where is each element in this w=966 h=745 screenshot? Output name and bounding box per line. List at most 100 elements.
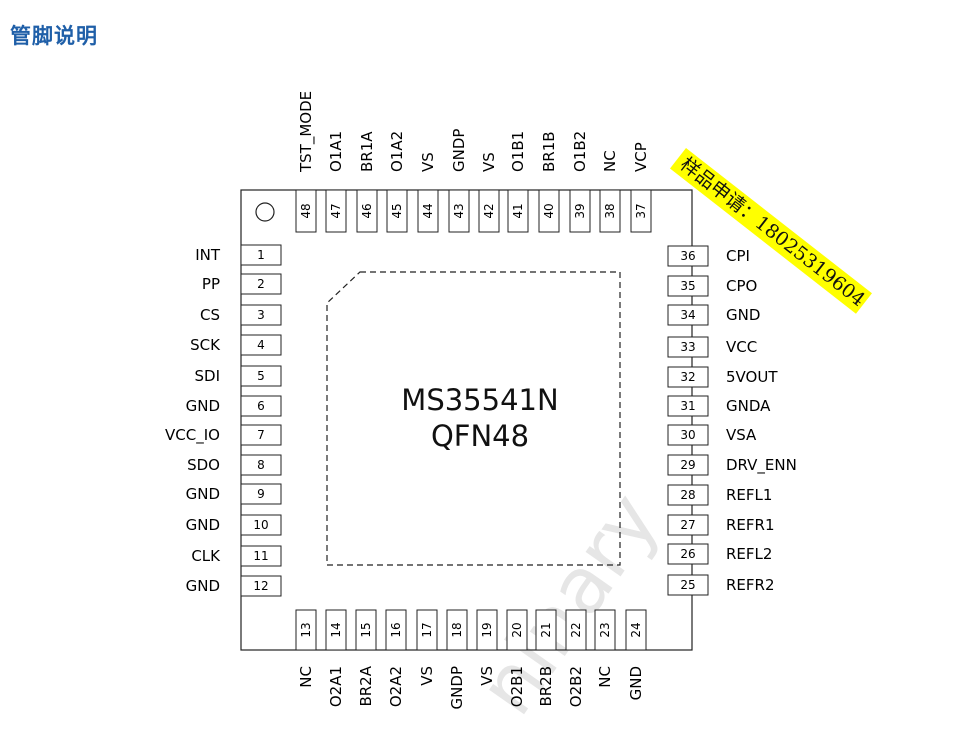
pin-pad-14	[325, 609, 347, 651]
pin-number-5: 5	[257, 369, 265, 383]
pin-name-33: VCC	[726, 338, 757, 356]
pin-pad-44	[417, 189, 439, 233]
pin-name-38: NC	[601, 150, 619, 172]
pin-number-9: 9	[257, 487, 265, 501]
pin-pad-15	[355, 609, 377, 651]
pin-pad-7	[240, 424, 282, 446]
pin-pad-20	[506, 609, 528, 651]
pin-pad-25	[667, 574, 709, 596]
pin-pad-24	[625, 609, 647, 651]
pin-number-37: 37	[634, 203, 648, 218]
pin-pad-12	[240, 575, 282, 597]
pin-pad-37	[630, 189, 652, 233]
pin-number-11: 11	[253, 549, 268, 563]
pin-pad-39	[569, 189, 591, 233]
pin-name-44: VS	[419, 152, 437, 172]
pin-name-46: BR1A	[358, 131, 376, 172]
pin-name-12: GND	[186, 577, 220, 595]
package-name: QFN48	[431, 419, 529, 453]
pin-name-45: O1A2	[388, 131, 406, 172]
pin-name-26: REFL2	[726, 545, 772, 563]
pin-number-15: 15	[359, 622, 373, 637]
pin-number-34: 34	[680, 308, 695, 322]
pin-name-27: REFR1	[726, 516, 775, 534]
pin-number-39: 39	[573, 203, 587, 218]
pin-pad-30	[667, 424, 709, 446]
pin-number-48: 48	[299, 203, 313, 218]
pin-pad-32	[667, 366, 709, 388]
pin-name-25: REFR2	[726, 576, 775, 594]
pin-name-9: GND	[186, 485, 220, 503]
pin-name-19: VS	[478, 666, 496, 686]
pin-pad-9	[240, 483, 282, 505]
pin-name-16: O2A2	[387, 666, 405, 707]
pin-name-34: GND	[726, 306, 760, 324]
pin-pad-3	[240, 304, 282, 326]
pin-number-17: 17	[420, 622, 434, 637]
pin-name-31: GNDA	[726, 397, 771, 415]
pin-pad-11	[240, 545, 282, 567]
pin-pad-41	[507, 189, 529, 233]
pin-number-36: 36	[680, 249, 695, 263]
pin-pad-19	[476, 609, 498, 651]
pin-pad-48	[295, 189, 317, 233]
pin-name-7: VCC_IO	[165, 426, 220, 445]
pin-pad-38	[599, 189, 621, 233]
pin-number-40: 40	[542, 203, 556, 218]
pin-pad-33	[667, 336, 709, 358]
pin-name-6: GND	[186, 397, 220, 415]
pin-name-32: 5VOUT	[726, 368, 778, 386]
pin-name-15: BR2A	[357, 665, 375, 706]
part-number: MS35541N	[401, 383, 558, 417]
pin-number-2: 2	[257, 277, 265, 291]
pin-number-26: 26	[680, 547, 695, 561]
pin-name-42: VS	[480, 152, 498, 172]
pin-number-44: 44	[421, 203, 435, 218]
pin-pad-1	[240, 244, 282, 266]
pin-number-16: 16	[389, 622, 403, 637]
pin-pad-35	[667, 275, 709, 297]
pin-name-23: NC	[596, 666, 614, 688]
pin-pad-17	[416, 609, 438, 651]
pin-number-24: 24	[629, 622, 643, 637]
pin-number-19: 19	[480, 622, 494, 637]
pin-name-37: VCP	[632, 142, 650, 172]
pin-pad-27	[667, 514, 709, 536]
pin-name-8: SDO	[187, 456, 220, 474]
pin-pad-16	[385, 609, 407, 651]
pin-name-43: GNDP	[450, 129, 468, 172]
pin-pad-6	[240, 395, 282, 417]
pin-name-2: PP	[202, 275, 220, 293]
pin-name-17: VS	[418, 666, 436, 686]
pin-pad-42	[478, 189, 500, 233]
pin-pad-23	[594, 609, 616, 651]
pin-number-3: 3	[257, 308, 265, 322]
pin-number-21: 21	[539, 622, 553, 637]
pin-number-12: 12	[253, 579, 268, 593]
pin-pad-2	[240, 273, 282, 295]
pin-number-20: 20	[510, 622, 524, 637]
pin-name-48: TST_MODE	[297, 91, 316, 173]
pin-number-38: 38	[603, 203, 617, 218]
pin-number-33: 33	[680, 340, 695, 354]
pin-name-22: O2B2	[567, 666, 585, 707]
pin-name-39: O1B2	[571, 131, 589, 172]
pin-number-13: 13	[299, 622, 313, 637]
pin-number-4: 4	[257, 338, 265, 352]
pin-number-46: 46	[360, 203, 374, 218]
pin-name-47: O1A1	[327, 131, 345, 172]
pin-number-28: 28	[680, 488, 695, 502]
pin-name-29: DRV_ENN	[726, 456, 797, 475]
pin-pad-47	[325, 189, 347, 233]
pin-pad-22	[565, 609, 587, 651]
pin-pad-18	[446, 609, 468, 651]
pin1-marker	[255, 202, 275, 222]
pin-pad-45	[386, 189, 408, 233]
pin-name-10: GND	[186, 516, 220, 534]
pin-name-18: GNDP	[448, 666, 466, 709]
pin-name-24: GND	[627, 666, 645, 700]
pin-number-22: 22	[569, 622, 583, 637]
pin-pad-28	[667, 484, 709, 506]
pin-pad-26	[667, 543, 709, 565]
